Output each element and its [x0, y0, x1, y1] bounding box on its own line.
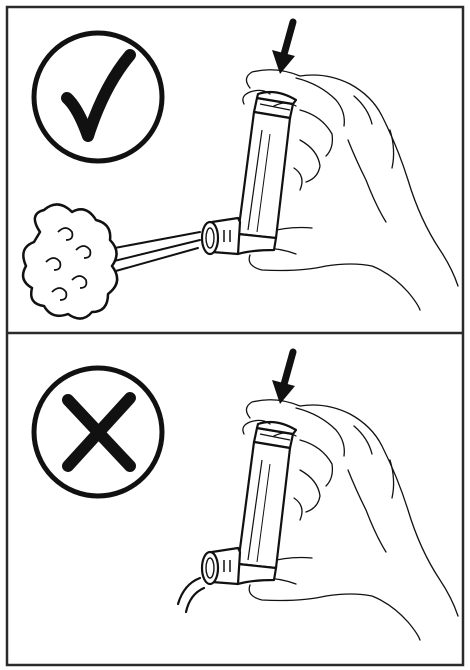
spray-cloud-icon	[23, 204, 117, 318]
